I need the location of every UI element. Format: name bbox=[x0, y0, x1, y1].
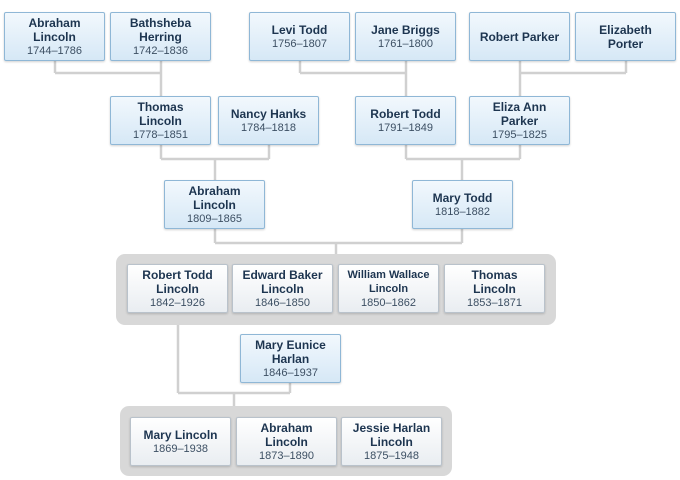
person-dates: 1742–1836 bbox=[132, 44, 189, 57]
person-name: Elizabeth Porter bbox=[599, 22, 652, 51]
person-abraham-lincoln-1873[interactable]: Abraham Lincoln 1873–1890 bbox=[236, 417, 337, 466]
person-dates: 1795–1825 bbox=[491, 128, 548, 141]
person-jane-briggs[interactable]: Jane Briggs 1761–1800 bbox=[355, 12, 456, 61]
person-robert-todd[interactable]: Robert Todd 1791–1849 bbox=[355, 96, 456, 145]
person-name: Jessie Harlan Lincoln bbox=[352, 420, 431, 449]
person-name: Edward Baker Lincoln bbox=[242, 267, 323, 296]
person-dates: 1784–1818 bbox=[240, 121, 297, 134]
person-name: Abraham Lincoln bbox=[188, 183, 241, 212]
person-bathsheba-herring[interactable]: Bathsheba Herring 1742–1836 bbox=[110, 12, 211, 61]
person-robert-todd-lincoln[interactable]: Robert Todd Lincoln 1842–1926 bbox=[127, 264, 228, 313]
person-name: Robert Todd Lincoln bbox=[142, 267, 213, 296]
person-dates: 1744–1786 bbox=[26, 44, 83, 57]
person-name: Robert Todd bbox=[370, 106, 441, 121]
person-name: William Wallace Lincoln bbox=[347, 268, 430, 295]
person-jessie-harlan-lincoln[interactable]: Jessie Harlan Lincoln 1875–1948 bbox=[341, 417, 442, 466]
person-elizabeth-porter[interactable]: Elizabeth Porter bbox=[575, 12, 676, 61]
person-mary-eunice-harlan[interactable]: Mary Eunice Harlan 1846–1937 bbox=[240, 334, 341, 383]
person-name: Levi Todd bbox=[271, 22, 328, 37]
person-edward-baker-lincoln[interactable]: Edward Baker Lincoln 1846–1850 bbox=[232, 264, 333, 313]
person-abraham-lincoln-1809[interactable]: Abraham Lincoln 1809–1865 bbox=[164, 180, 265, 229]
person-dates: 1818–1882 bbox=[434, 205, 491, 218]
person-name: Mary Lincoln bbox=[143, 427, 218, 442]
person-william-wallace-lincoln[interactable]: William Wallace Lincoln 1850–1862 bbox=[338, 264, 439, 313]
person-name: Bathsheba Herring bbox=[129, 15, 192, 44]
person-name: Thomas Lincoln bbox=[471, 267, 518, 296]
person-name: Jane Briggs bbox=[371, 22, 440, 37]
person-name: Nancy Hanks bbox=[230, 106, 307, 121]
person-name: Eliza Ann Parker bbox=[492, 99, 547, 128]
person-name: Robert Parker bbox=[479, 29, 560, 44]
person-name: Abraham Lincoln bbox=[28, 15, 81, 44]
person-name: Thomas Lincoln bbox=[137, 99, 184, 128]
person-dates: 1778–1851 bbox=[132, 128, 189, 141]
person-dates: 1875–1948 bbox=[363, 449, 420, 462]
person-name: Mary Todd bbox=[432, 190, 493, 205]
person-dates: 1869–1938 bbox=[152, 442, 209, 455]
person-levi-todd[interactable]: Levi Todd 1756–1807 bbox=[249, 12, 350, 61]
person-dates: 1853–1871 bbox=[466, 296, 523, 309]
person-eliza-ann-parker[interactable]: Eliza Ann Parker 1795–1825 bbox=[469, 96, 570, 145]
person-thomas-lincoln-1778[interactable]: Thomas Lincoln 1778–1851 bbox=[110, 96, 211, 145]
person-dates: 1809–1865 bbox=[186, 212, 243, 225]
person-mary-lincoln[interactable]: Mary Lincoln 1869–1938 bbox=[130, 417, 231, 466]
person-dates: 1873–1890 bbox=[258, 449, 315, 462]
person-abraham-lincoln-1744[interactable]: Abraham Lincoln 1744–1786 bbox=[4, 12, 105, 61]
person-nancy-hanks[interactable]: Nancy Hanks 1784–1818 bbox=[218, 96, 319, 145]
person-dates: 1846–1850 bbox=[254, 296, 311, 309]
person-name: Mary Eunice Harlan bbox=[255, 337, 326, 366]
person-mary-todd[interactable]: Mary Todd 1818–1882 bbox=[412, 180, 513, 229]
person-thomas-lincoln-1853[interactable]: Thomas Lincoln 1853–1871 bbox=[444, 264, 545, 313]
person-dates: 1850–1862 bbox=[360, 296, 417, 309]
person-robert-parker[interactable]: Robert Parker bbox=[469, 12, 570, 61]
person-dates: 1842–1926 bbox=[149, 296, 206, 309]
person-dates: 1791–1849 bbox=[377, 121, 434, 134]
person-name: Abraham Lincoln bbox=[260, 420, 313, 449]
person-dates: 1761–1800 bbox=[377, 37, 434, 50]
person-dates: 1756–1807 bbox=[271, 37, 328, 50]
person-dates: 1846–1937 bbox=[262, 366, 319, 379]
